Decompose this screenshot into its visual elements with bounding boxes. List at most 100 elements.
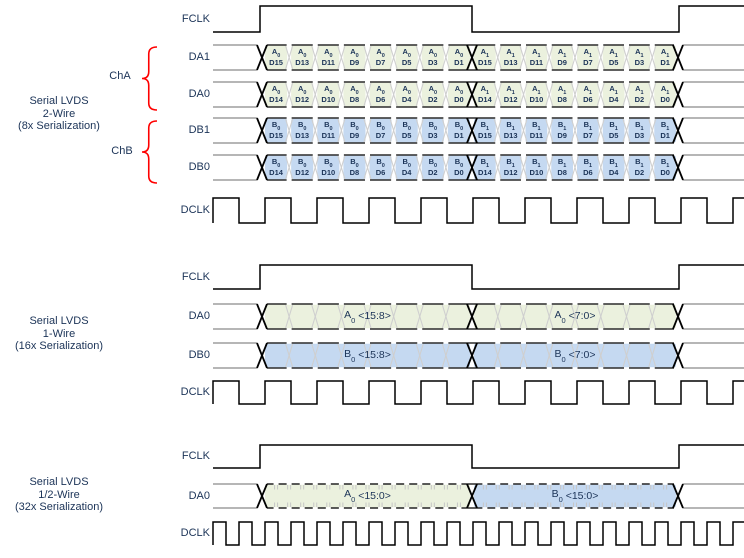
bus-cell-fill [369,155,392,180]
g1-db0-wave [213,154,744,181]
bus-cell-fill [317,155,340,180]
bus-cell-fill [421,82,444,107]
bus-cell-fill [499,45,522,70]
bus-cell-fill [551,45,573,70]
bus-cell-fill [577,118,599,143]
bus-cell-fill [291,82,314,107]
bus-cell-fill [602,45,625,70]
group3-title: Serial LVDS 1/2-Wire (32x Serialization) [0,476,118,514]
bus-cell-fill [551,155,573,180]
bus-cell-fill [265,45,288,70]
signal-label-da1-g1: DA1 [188,51,210,63]
group2-title: Serial LVDS 1-Wire (16x Serialization) [0,315,118,353]
g1-fclk-wave [213,5,744,33]
bus-cell-fill [525,45,548,70]
bus-cell-fill [577,155,599,180]
bus-cell: B0 <15:0> [551,488,599,505]
signal-label-db1-g1: DB1 [188,124,210,136]
fclk-wave [213,444,744,469]
signal-label-da0-g3: DA0 [188,490,210,502]
g2-fclk-wave [213,264,744,290]
signal-label-dclk-g3: DCLK [180,527,210,539]
g3-fclk-wave [213,444,744,469]
signal-label-dclk-g1: DCLK [180,204,210,216]
signal-label-db0-g2: DB0 [188,349,210,361]
title-line: Serial LVDS [29,95,89,107]
bus-cell: A0 <15:8> [344,308,391,325]
title-line: Serial LVDS [29,315,89,327]
bus-cell-fill [317,82,340,107]
bus-cell-fill [474,155,496,180]
g3-da0-wave [213,483,744,509]
title-line: (16x Serialization) [14,340,104,352]
signal-label-da0-g2: DA0 [188,310,210,322]
bus-cell: A0 <15:0> [344,488,391,505]
bus-cell-fill [474,484,676,508]
signal-label-fclk-g1: FCLK [181,13,210,25]
signal-label-fclk-g2: FCLK [181,271,210,283]
bus-cell-fill [525,155,548,180]
bus-cell-fill [525,82,548,107]
g1-da0-wave [213,81,744,108]
bus-cell-fill [499,118,522,143]
chb-brace [141,120,158,184]
bus-cell-fill [577,45,599,70]
bus-cell-fill [291,45,314,70]
bus-cell-fill [628,45,651,70]
bus-cell-fill [343,155,366,180]
bus-cell-fill [343,45,366,70]
channel-label-chb: ChB [111,145,133,157]
bus-cell-fill [369,82,392,107]
dclk-wave [212,380,744,405]
title-line: 1/2-Wire [38,488,80,501]
signal-label-db0-g1: DB0 [188,161,210,173]
bus-cell: A0 <7:0> [554,308,596,325]
bus-cell: B0 <7:0> [554,347,596,364]
bus-cell: B0 <15:8> [344,347,391,364]
fclk-wave [213,5,744,33]
bus-cell-fill [265,484,470,508]
bus-cell-fill [654,118,676,143]
g1-db1-wave [213,117,744,144]
bus-cell-fill [343,82,366,107]
bus-cell-fill [265,155,288,180]
